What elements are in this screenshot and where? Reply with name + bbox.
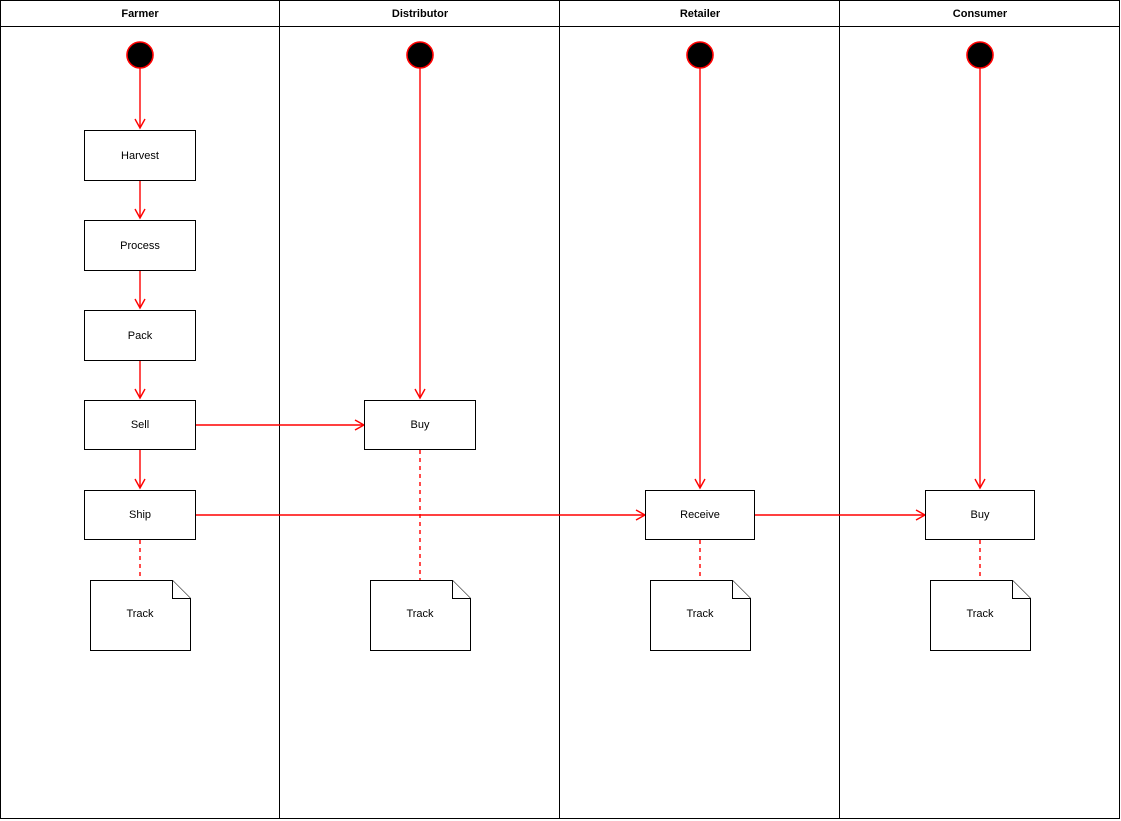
activity-label-harvest: Harvest — [121, 150, 159, 162]
activity-label-receive: Receive — [680, 509, 720, 521]
activity-label-buy-distributor: Buy — [411, 419, 430, 431]
note-label-track-farmer: Track — [126, 608, 154, 620]
activity-receive[interactable]: Receive — [645, 490, 755, 540]
activity-label-buy-consumer: Buy — [971, 509, 990, 521]
note-label-track-distributor: Track — [406, 608, 434, 620]
activity-label-ship: Ship — [129, 509, 151, 521]
lane-header-distributor[interactable] — [279, 0, 560, 27]
activity-nodes: Harvest Process Pack Sell Ship Buy — [84, 130, 1035, 540]
activity-label-sell: Sell — [131, 419, 149, 431]
arrowhead-pack — [134, 298, 146, 310]
note-track-retailer[interactable]: Track — [650, 580, 751, 651]
swimlane-headers: Farmer Distributor Retailer Consumer — [0, 0, 1120, 27]
note-track-distributor[interactable]: Track — [370, 580, 471, 651]
arrowhead-buy-distributor-top — [414, 388, 426, 400]
arrowhead-harvest — [134, 118, 146, 130]
arrowhead-receive-top — [694, 478, 706, 490]
activity-sell[interactable]: Sell — [84, 400, 196, 450]
note-label-track-retailer: Track — [686, 608, 714, 620]
control-flows — [134, 68, 986, 580]
arrowhead-ship — [134, 478, 146, 490]
lane-title-farmer: Farmer — [121, 8, 159, 20]
start-node-distributor[interactable] — [406, 41, 434, 69]
activity-harvest[interactable]: Harvest — [84, 130, 196, 181]
arrowhead-process — [134, 208, 146, 220]
start-nodes — [126, 41, 994, 69]
start-node-consumer[interactable] — [966, 41, 994, 69]
note-track-consumer[interactable]: Track — [930, 580, 1031, 651]
activity-process[interactable]: Process — [84, 220, 196, 271]
arrowhead-buy-consumer-top — [974, 478, 986, 490]
activity-ship[interactable]: Ship — [84, 490, 196, 540]
lane-header-retailer[interactable] — [559, 0, 840, 27]
start-node-retailer[interactable] — [686, 41, 714, 69]
activity-pack[interactable]: Pack — [84, 310, 196, 361]
lane-title-consumer: Consumer — [953, 8, 1008, 20]
lane-header-farmer[interactable] — [0, 0, 280, 27]
lane-header-consumer[interactable] — [839, 0, 1120, 27]
note-nodes: Track Track Track Track — [90, 580, 1031, 651]
note-label-track-consumer: Track — [966, 608, 994, 620]
arrowhead-sell — [134, 388, 146, 400]
lane-title-distributor: Distributor — [392, 8, 449, 20]
start-node-farmer[interactable] — [126, 41, 154, 69]
activity-buy-distributor[interactable]: Buy — [364, 400, 476, 450]
activity-label-process: Process — [120, 240, 160, 252]
note-track-farmer[interactable]: Track — [90, 580, 191, 651]
lane-title-retailer: Retailer — [680, 8, 721, 20]
activity-label-pack: Pack — [128, 330, 153, 342]
activity-buy-consumer[interactable]: Buy — [925, 490, 1035, 540]
